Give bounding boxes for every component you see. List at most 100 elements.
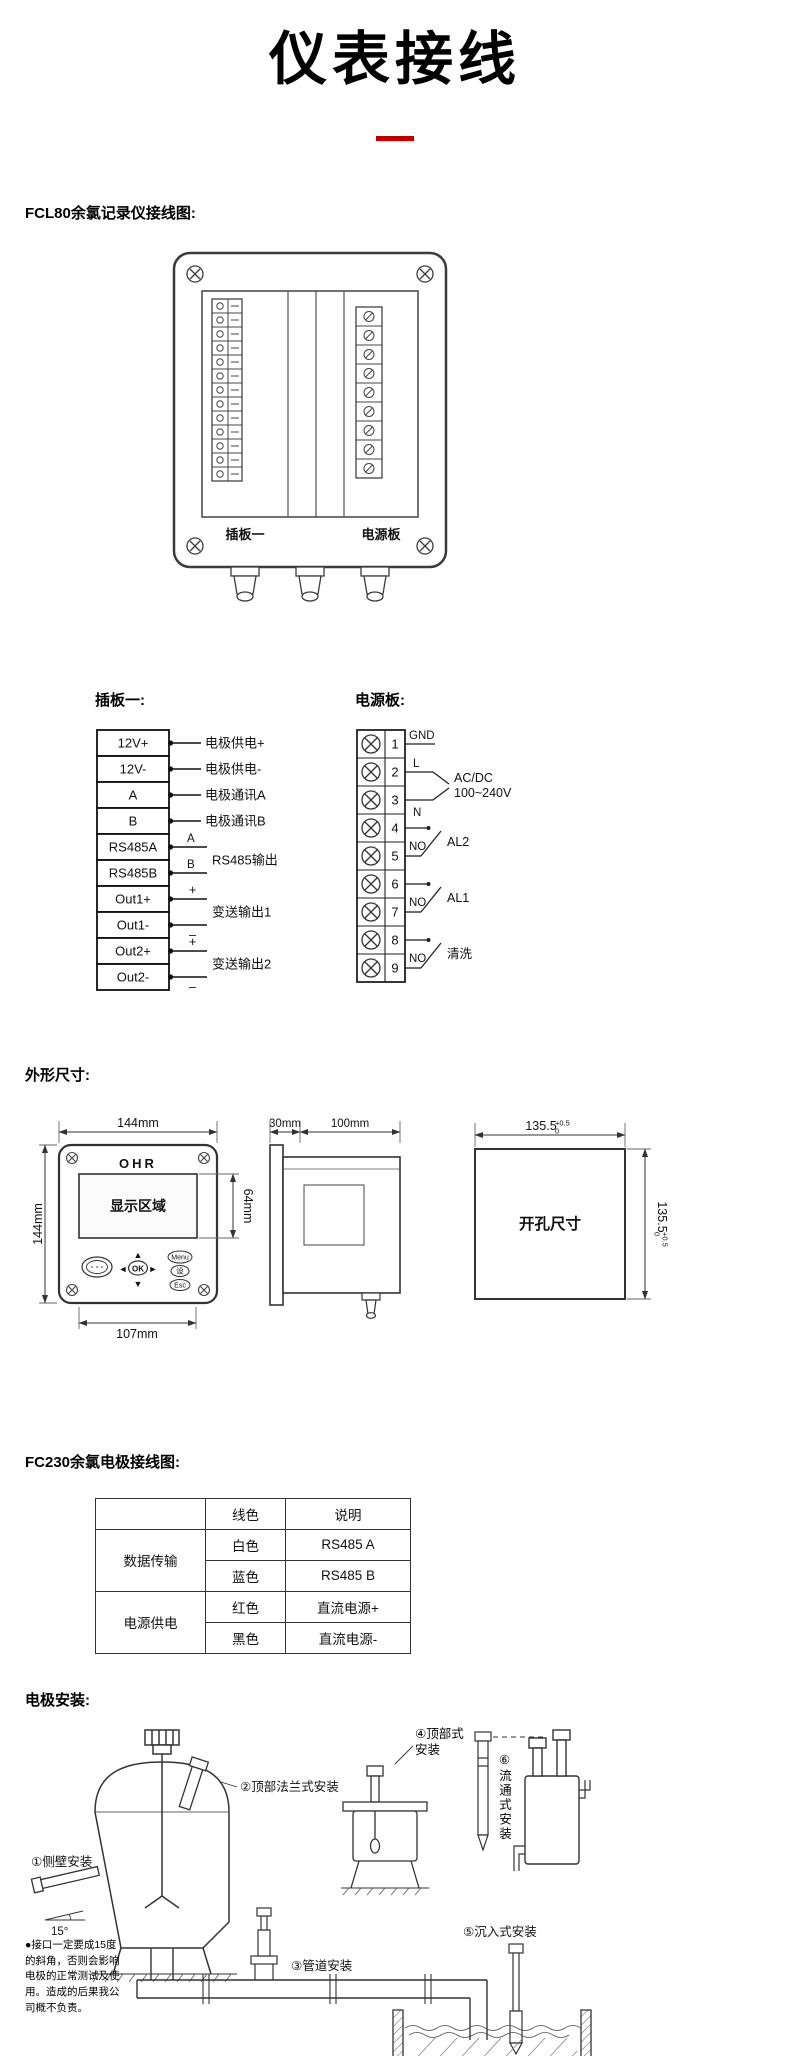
out2-plus-mark: + bbox=[189, 935, 196, 949]
ok-key-outline bbox=[127, 1260, 149, 1276]
header-description: 说明 bbox=[285, 1497, 411, 1530]
cutout-width-tol-zero: 0 bbox=[555, 1126, 559, 1135]
label-top-mount: ④顶部式安装 bbox=[415, 1726, 464, 1758]
al2-label: AL2 bbox=[447, 835, 469, 849]
cutout-height-tol-plus: +0.5 bbox=[661, 1232, 670, 1247]
relay-contacts bbox=[426, 825, 431, 942]
no-contact-label: NO bbox=[409, 897, 426, 909]
top-mount-apparatus bbox=[341, 1765, 429, 1889]
up-key: ▲ bbox=[134, 1250, 143, 1260]
terminal-number: 2 bbox=[391, 764, 398, 779]
wire-desc-cell: RS485 B bbox=[285, 1559, 411, 1592]
wire-desc-cell: 直流电源- bbox=[285, 1621, 411, 1654]
out1-label: 变送输出1 bbox=[212, 904, 271, 919]
neutral-label: N bbox=[413, 807, 421, 819]
terminal-number: 9 bbox=[391, 960, 398, 975]
terminal-label: RS485A bbox=[109, 839, 158, 854]
power-heading: 电源板: bbox=[355, 691, 405, 709]
side-depth1-dim: 30mm bbox=[269, 1118, 301, 1130]
mixer-motor bbox=[144, 1729, 180, 1746]
front-bottom-dim: 107mm bbox=[116, 1327, 158, 1341]
page-header: 仪表接线 bbox=[0, 0, 790, 141]
terminal-label: A bbox=[129, 787, 138, 802]
section-heading-install: 电极安装: bbox=[25, 1691, 90, 1709]
terminal-number: 4 bbox=[391, 820, 398, 835]
terminal-label: B bbox=[129, 813, 138, 828]
terminal-number: 1 bbox=[391, 736, 398, 751]
boards-row: 插板一: 12V+ 12V- A B RS485A RS485B Out1+ O… bbox=[95, 692, 790, 1001]
cutout-view: 135.5 +0.5 0 开孔尺寸 135.5 +0.5 0 bbox=[474, 1118, 670, 1300]
terminal-desc: 电极供电- bbox=[205, 761, 261, 776]
terminal-desc: 电极通讯A bbox=[205, 787, 266, 802]
power-column: 电源板: bbox=[355, 692, 655, 1001]
screen-height-dim: 64mm bbox=[241, 1188, 255, 1223]
plug-board-terminal-strip bbox=[211, 298, 243, 482]
cutout-width-dim: 135.5 bbox=[525, 1119, 556, 1133]
installation-wrap: ②顶部法兰式安装 ①侧壁安装 15° bbox=[25, 1724, 765, 2056]
cable-gland-3 bbox=[360, 566, 390, 602]
out1-minus-mark: – bbox=[189, 928, 196, 942]
left-key: ◄ bbox=[119, 1264, 128, 1274]
front-screws bbox=[65, 1151, 211, 1296]
terminal-number: 8 bbox=[391, 932, 398, 947]
header-empty-cell bbox=[95, 1497, 206, 1530]
label-side-wall: ①侧壁安装 bbox=[31, 1854, 92, 1869]
out2-minus-mark: – bbox=[189, 980, 196, 994]
table-row: 电源供电 红色 直流电源+ bbox=[95, 1590, 411, 1654]
no-contact-label: NO bbox=[409, 841, 426, 853]
cable-gland-1 bbox=[230, 566, 260, 602]
terminal-number: 5 bbox=[391, 848, 398, 863]
ground-hatch bbox=[92, 1973, 232, 1983]
page-title: 仪表接线 bbox=[268, 27, 521, 92]
cutout-height-dim-group: 135.5 +0.5 0 bbox=[653, 1201, 670, 1246]
terminal-label: RS485B bbox=[109, 865, 157, 880]
front-view: 144mm 144mm OHR 显示区域 64mm bbox=[31, 1116, 255, 1341]
cutout-width-tol-plus: +0.5 bbox=[555, 1118, 570, 1127]
label-pipe-mount: ③管道安装 bbox=[291, 1958, 352, 1973]
front-width-dim: 144mm bbox=[117, 1116, 159, 1130]
gnd-label: GND bbox=[409, 730, 435, 742]
title-divider bbox=[376, 135, 414, 141]
board1-panel-label: 插板一 bbox=[225, 527, 264, 542]
group-power-supply: 电源供电 bbox=[95, 1590, 206, 1654]
basin bbox=[392, 2009, 592, 2056]
ok-key: OK bbox=[132, 1264, 144, 1273]
cutout-height-tol-zero: 0 bbox=[653, 1232, 662, 1236]
side-bezel bbox=[269, 1143, 284, 1306]
power-board-diagram: 1 2 3 4 5 6 7 8 9 bbox=[356, 728, 512, 983]
clean-label: 清洗 bbox=[447, 947, 473, 961]
front-height-dim: 144mm bbox=[31, 1203, 45, 1245]
section-heading-dims: 外形尺寸: bbox=[25, 1066, 90, 1084]
terminal-label: Out1- bbox=[117, 917, 150, 932]
section-heading-fc230: FC230余氯电极接线图: bbox=[25, 1453, 181, 1471]
board1-column: 插板一: 12V+ 12V- A B RS485A RS485B Out1+ O… bbox=[95, 692, 355, 1001]
terminal-screws bbox=[361, 734, 381, 978]
rs485-a-mark: A bbox=[187, 833, 195, 845]
out1-plus-mark: + bbox=[189, 883, 196, 897]
label-submerged: ⑤沉入式安装 bbox=[463, 1924, 537, 1939]
right-key: ► bbox=[149, 1264, 158, 1274]
table-row: 黑色 直流电源- bbox=[96, 1621, 411, 1654]
terminal-label: Out2+ bbox=[115, 943, 151, 958]
power-board-terminal-strip bbox=[355, 306, 383, 479]
water bbox=[404, 2024, 582, 2056]
reaction-tank bbox=[91, 1729, 237, 1975]
pipe-flanges bbox=[202, 1973, 432, 2004]
pipe-run bbox=[136, 1947, 488, 2040]
dimensions-diagram: 144mm 144mm OHR 显示区域 64mm bbox=[31, 1116, 670, 1341]
table-row: 数据传输 白色 RS485 A bbox=[95, 1528, 411, 1592]
row-dividers bbox=[357, 757, 405, 955]
esc-key: Esc bbox=[174, 1282, 186, 1289]
corner-screws bbox=[186, 265, 434, 555]
down-key: ▼ bbox=[134, 1279, 143, 1289]
board1-terminal-diagram: 12V+ 12V- A B RS485A RS485B Out1+ Out1- … bbox=[96, 728, 278, 994]
acdc-label-line2: 100~240V bbox=[454, 786, 512, 800]
cutout-label: 开孔尺寸 bbox=[519, 1214, 582, 1233]
display-screen bbox=[78, 1172, 198, 1239]
wire-color-cell: 蓝色 bbox=[205, 1559, 286, 1592]
menu-key-outline bbox=[167, 1250, 193, 1264]
side-view: 30mm 100mm bbox=[269, 1118, 401, 1319]
angle-label: 15° bbox=[51, 1926, 68, 1938]
wire-color-cell: 红色 bbox=[205, 1590, 286, 1623]
